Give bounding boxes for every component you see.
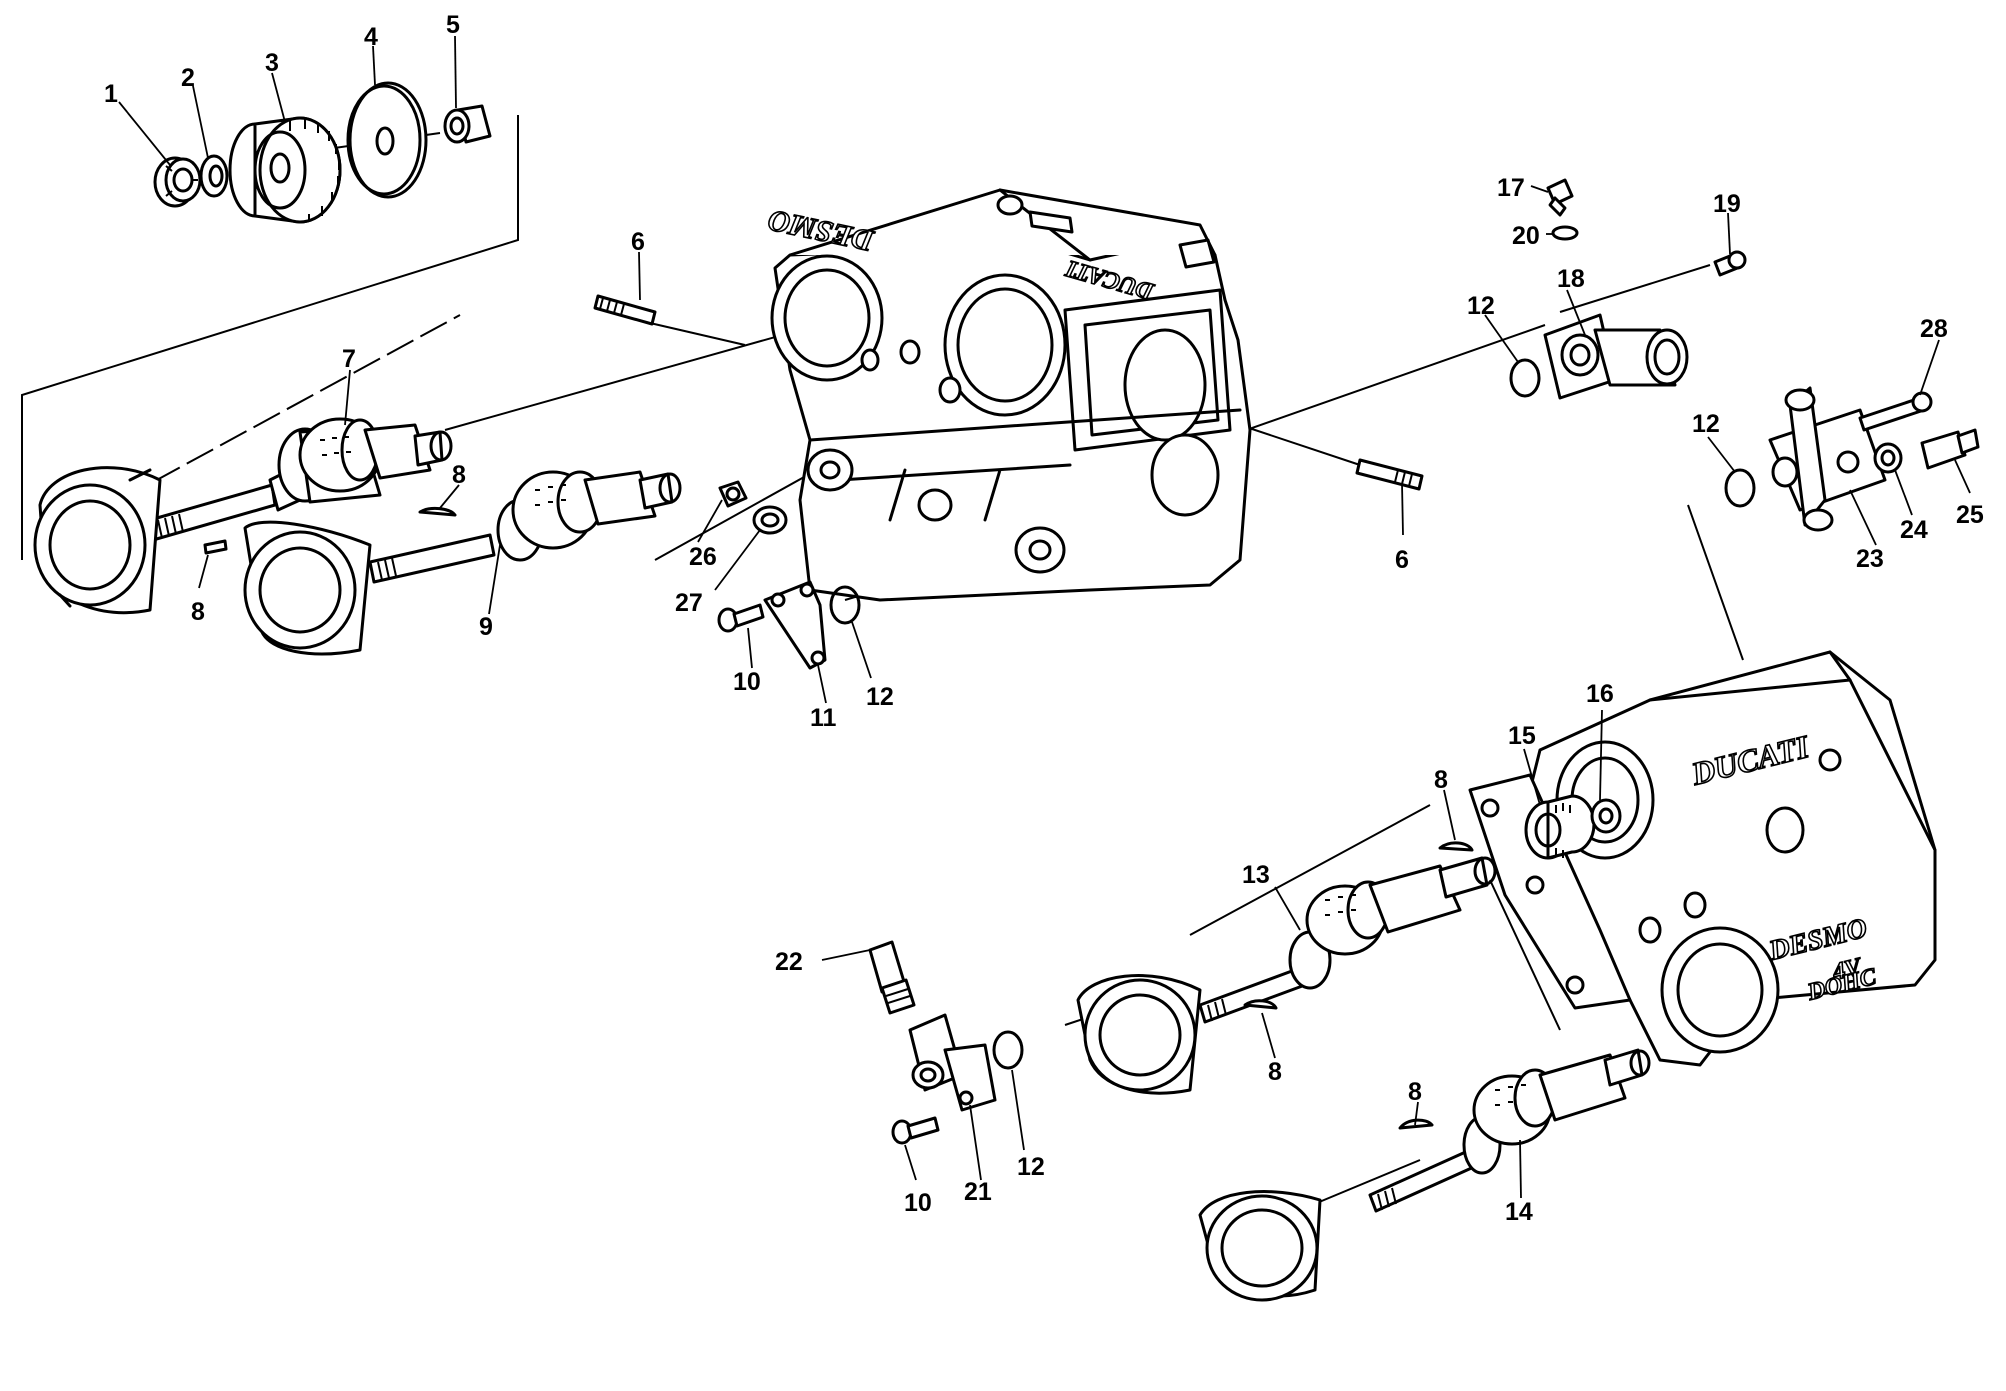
part-8-key-c xyxy=(1438,841,1474,852)
callout-22: 22 xyxy=(775,948,803,976)
part-12-oring-far-right xyxy=(1724,468,1756,508)
callout-12-upper: 12 xyxy=(866,683,894,711)
callout-18: 18 xyxy=(1557,265,1585,293)
part-6-stud-lower xyxy=(1355,458,1424,491)
part-26-nut xyxy=(718,480,748,508)
part-15-pulley-gear xyxy=(1524,794,1596,860)
callout-16: 16 xyxy=(1586,680,1614,708)
callout-12-far-right: 12 xyxy=(1692,410,1720,438)
callout-12-lower: 12 xyxy=(1017,1153,1045,1181)
part-21-elbow-union xyxy=(908,1013,997,1112)
part-22-sensor xyxy=(868,940,916,1015)
callout-8-a: 8 xyxy=(452,461,466,489)
callout-4: 4 xyxy=(364,23,378,51)
callout-28: 28 xyxy=(1920,315,1948,343)
callout-8-b: 8 xyxy=(191,598,205,626)
callout-10-upper: 10 xyxy=(733,668,761,696)
part-17-bolt xyxy=(1546,178,1574,217)
part-8-key-a xyxy=(418,506,457,517)
callout-19: 19 xyxy=(1713,190,1741,218)
callout-8-d: 8 xyxy=(1268,1058,1282,1086)
part-14-camshaft xyxy=(1198,1048,1651,1302)
part-2-washer xyxy=(199,154,229,198)
callout-10-lower: 10 xyxy=(904,1189,932,1217)
callout-labels: 1 2 3 4 5 6 6 7 8 8 8 8 8 9 10 10 11 12 … xyxy=(104,11,1984,1226)
part-3-timing-pulley xyxy=(228,116,342,224)
callout-2: 2 xyxy=(181,64,195,92)
part-8-key-d xyxy=(1243,999,1278,1010)
part-1-nut xyxy=(153,156,202,208)
callout-25: 25 xyxy=(1956,501,1984,529)
callout-8-c: 8 xyxy=(1434,766,1448,794)
part-28-screw xyxy=(1858,391,1933,432)
part-5-spacer xyxy=(443,104,492,144)
part-18-water-union xyxy=(1543,313,1689,400)
leader-lines xyxy=(118,35,1971,1199)
callout-5: 5 xyxy=(446,11,460,39)
callout-3: 3 xyxy=(265,49,279,77)
part-20-washer xyxy=(1551,225,1579,241)
part-4-disc xyxy=(346,81,428,199)
part-11-plate xyxy=(763,580,827,670)
part-23-manifold xyxy=(1768,386,1887,532)
cylinder-head-upper: DESMO DUCATI xyxy=(764,188,1252,602)
part-19-screw xyxy=(1713,250,1747,277)
part-24-washer xyxy=(1873,442,1903,474)
part-6-stud-upper xyxy=(593,294,657,326)
callout-11: 11 xyxy=(810,704,837,732)
assembly-guide-lines xyxy=(21,115,1744,661)
callout-6-upper: 6 xyxy=(631,228,645,256)
callout-17: 17 xyxy=(1497,174,1525,202)
callout-24: 24 xyxy=(1900,516,1928,544)
part-7-camshaft xyxy=(33,417,453,615)
callout-6-lower: 6 xyxy=(1395,546,1409,574)
part-9-camshaft xyxy=(243,470,682,656)
callout-12-right: 12 xyxy=(1467,292,1495,320)
callout-21: 21 xyxy=(964,1178,992,1206)
part-25-fitting xyxy=(1920,428,1980,470)
part-12-oring-upper xyxy=(829,585,861,625)
part-13-camshaft xyxy=(1076,856,1497,1095)
part-10-screw-lower xyxy=(891,1116,940,1145)
callout-27: 27 xyxy=(675,589,703,617)
part-10-screw-upper xyxy=(717,603,765,633)
callout-1: 1 xyxy=(104,80,118,108)
callout-8-e: 8 xyxy=(1408,1078,1422,1106)
part-12-oring-lower xyxy=(992,1030,1024,1070)
callout-9: 9 xyxy=(479,613,493,641)
callout-7: 7 xyxy=(342,345,356,373)
callout-14: 14 xyxy=(1505,1198,1533,1226)
part-27-bushing xyxy=(752,505,788,535)
part-12-oring-right xyxy=(1509,358,1541,398)
callout-26: 26 xyxy=(689,543,717,571)
callout-13: 13 xyxy=(1242,861,1270,889)
callout-23: 23 xyxy=(1856,545,1884,573)
cylinder-head-lower: DUCATI DESMO 4V DOHC xyxy=(1468,650,1937,1067)
callout-20: 20 xyxy=(1512,222,1540,250)
part-16-nut xyxy=(1590,798,1622,834)
callout-15: 15 xyxy=(1508,722,1536,750)
part-8-key-b xyxy=(203,539,228,555)
